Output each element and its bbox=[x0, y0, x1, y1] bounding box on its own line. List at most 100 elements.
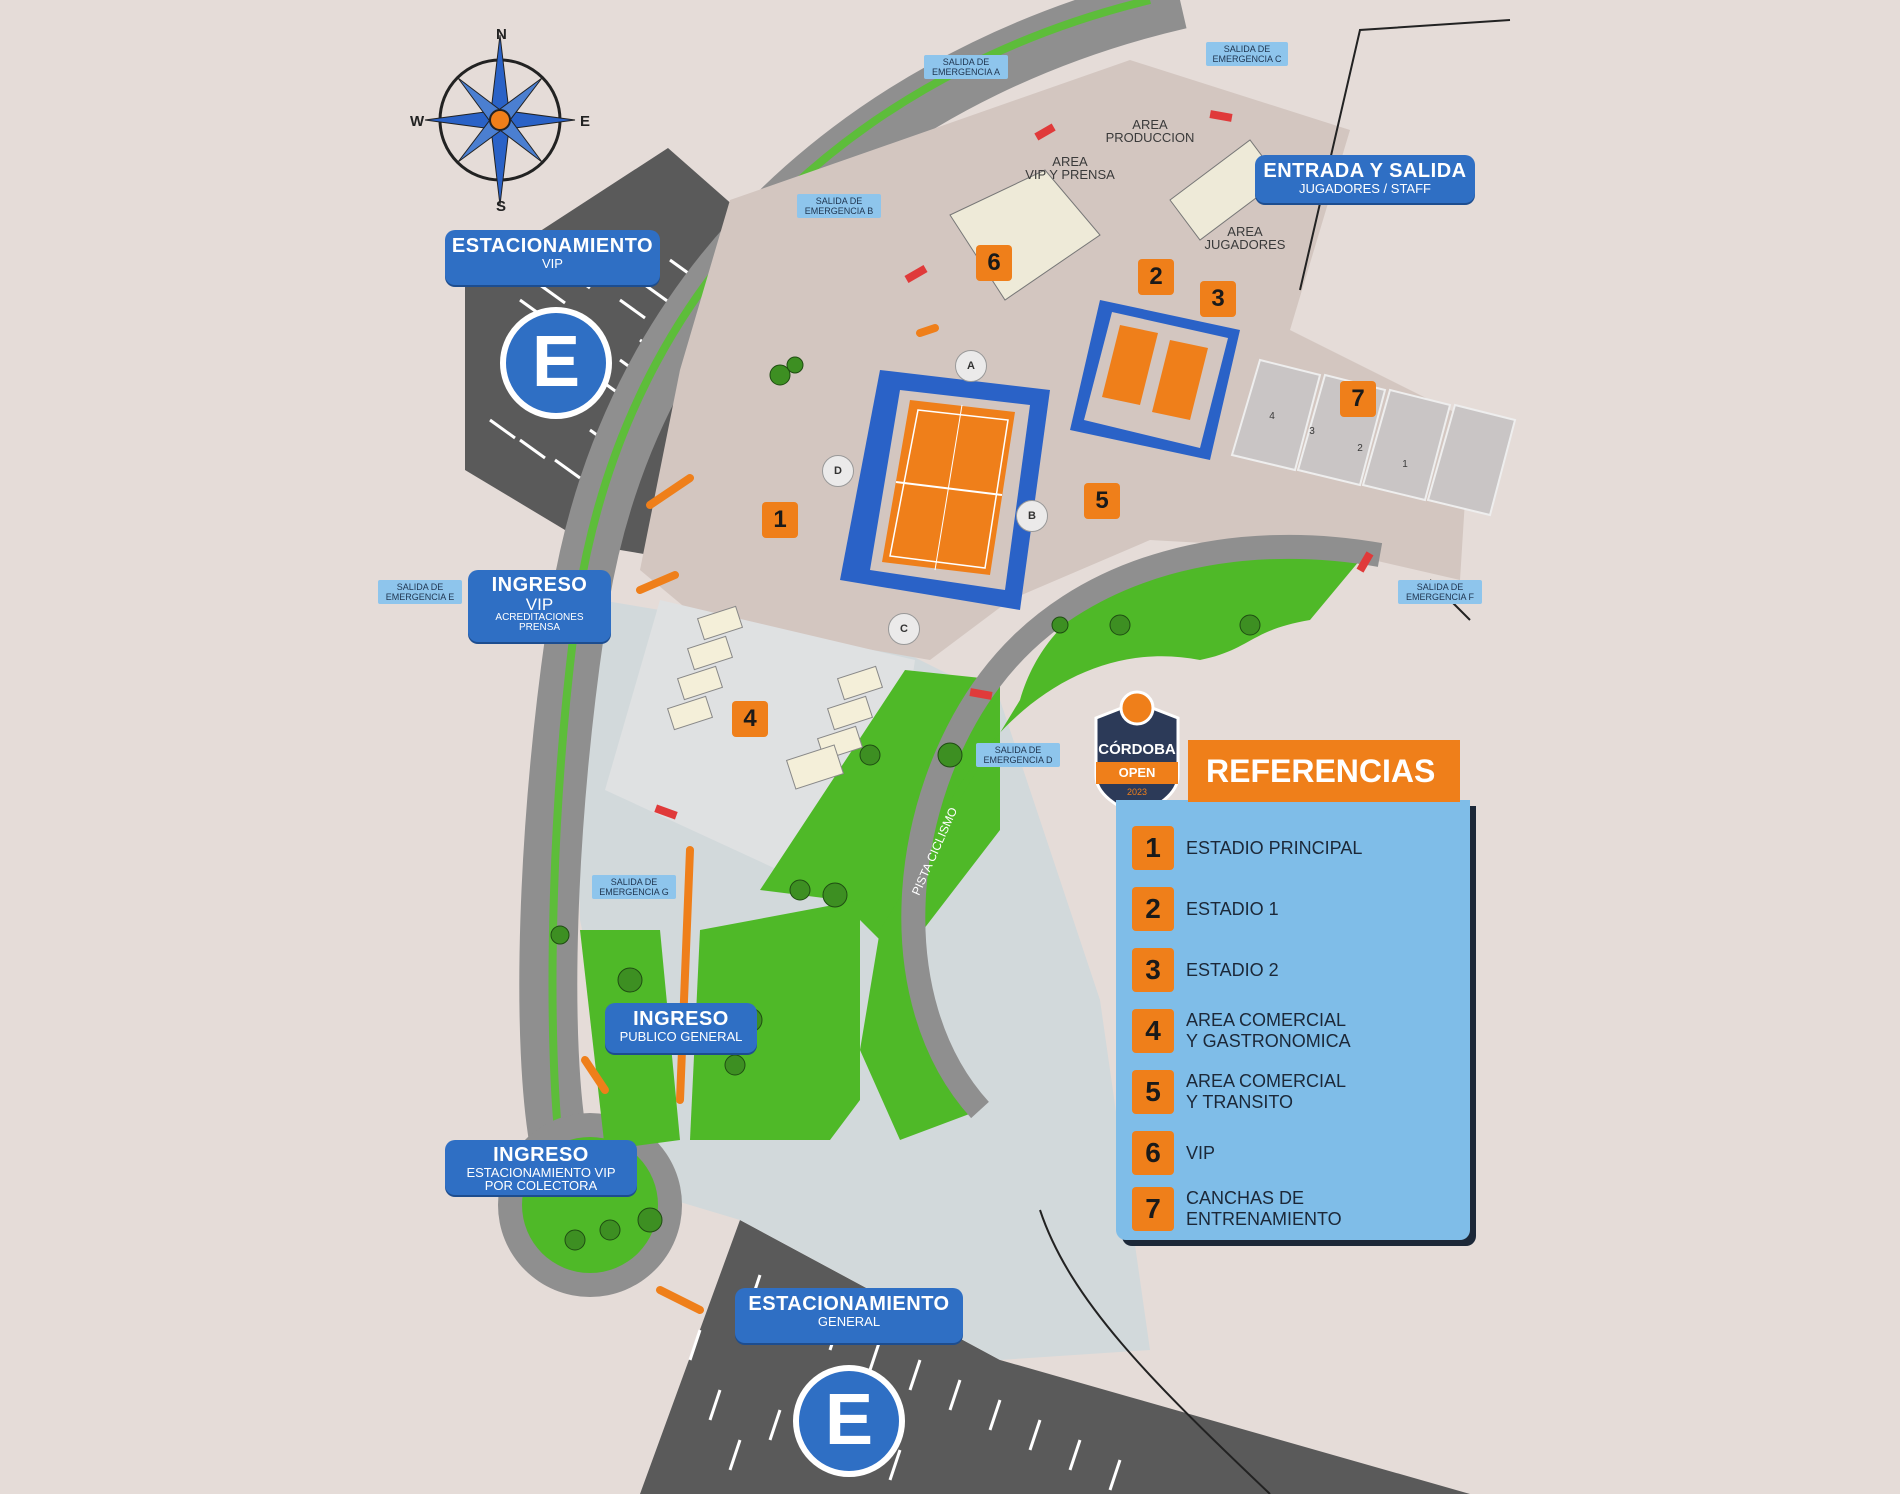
legend-item-1: 1 ESTADIO PRINCIPAL bbox=[1132, 822, 1462, 874]
legend-item-6-number: 6 bbox=[1132, 1131, 1174, 1175]
ingreso-vip-detail1: ACREDITACIONES bbox=[495, 612, 584, 623]
emergency-exit-e-line2: EMERGENCIA E bbox=[385, 592, 455, 602]
legend-item-4-number: 4 bbox=[1132, 1009, 1174, 1053]
training-court-1: 1 bbox=[1402, 459, 1408, 470]
logo-line1: CÓRDOBA bbox=[1098, 741, 1176, 758]
legend-title: REFERENCIAS bbox=[1188, 740, 1460, 802]
area-produccion-line2: PRODUCCION bbox=[1105, 130, 1195, 145]
legend-item-2-number: 2 bbox=[1132, 887, 1174, 931]
parking-general-subtitle: GENERAL bbox=[817, 1314, 881, 1329]
ingreso-publico-title: INGRESO bbox=[633, 1008, 729, 1030]
emergency-exit-f-line1: SALIDA DE bbox=[1416, 582, 1464, 592]
emergency-exit-a-label: SALIDA DE EMERGENCIA A bbox=[924, 55, 1008, 79]
emergency-exit-c-label: SALIDA DE EMERGENCIA C bbox=[1206, 42, 1288, 66]
legend-item-3-label: ESTADIO 2 bbox=[1186, 959, 1279, 980]
zone-3-marker[interactable]: 3 bbox=[1200, 281, 1236, 317]
emergency-exit-b-line2: EMERGENCIA B bbox=[804, 206, 874, 216]
zone-6-marker[interactable]: 6 bbox=[976, 245, 1012, 281]
parking-vip-label: ESTACIONAMIENTO VIP bbox=[445, 230, 660, 285]
legend-item-6: 6 VIP bbox=[1132, 1127, 1462, 1179]
legend-item-6-label: VIP bbox=[1186, 1142, 1216, 1163]
green-park-center bbox=[690, 900, 860, 1140]
compass-rose bbox=[424, 34, 576, 206]
legend-item-3: 3 ESTADIO 2 bbox=[1132, 944, 1462, 996]
emergency-exit-e-label: SALIDA DE EMERGENCIA E bbox=[378, 580, 462, 604]
legend-box bbox=[1116, 800, 1470, 1240]
area-produccion-label: AREA PRODUCCION bbox=[1100, 118, 1200, 144]
legend-item-4: 4 AREA COMERCIAL Y GASTRONOMICA bbox=[1132, 1005, 1462, 1057]
logo-shield-icon bbox=[1094, 690, 1180, 816]
legend-item-3-number: 3 bbox=[1132, 948, 1174, 992]
area-jugadores-line1: AREA bbox=[1227, 224, 1263, 239]
legend-panel: REFERENCIAS 1 ESTADIO PRINCIPAL 2 ESTADI… bbox=[1116, 740, 1470, 1240]
zone-4-marker[interactable]: 4 bbox=[732, 701, 768, 737]
parking-vip-subtitle: VIP bbox=[542, 256, 563, 271]
ingreso-estacionamiento-subtitle1: ESTACIONAMIENTO VIP bbox=[466, 1165, 616, 1180]
entrada-salida-label: ENTRADA Y SALIDA JUGADORES / STAFF bbox=[1255, 155, 1475, 203]
zone-7-marker[interactable]: 7 bbox=[1340, 381, 1376, 417]
seating-c-marker: C bbox=[888, 613, 920, 645]
legend-item-7-number: 7 bbox=[1132, 1187, 1174, 1231]
parking-general-title: ESTACIONAMIENTO bbox=[748, 1293, 950, 1315]
logo-line2: OPEN bbox=[1118, 765, 1156, 780]
ingreso-publico-label: INGRESO PUBLICO GENERAL bbox=[605, 1003, 757, 1053]
cordoba-open-logo: CÓRDOBA OPEN 2023 bbox=[1086, 690, 1188, 816]
training-court-2: 2 bbox=[1357, 443, 1363, 454]
entrada-salida-title: ENTRADA Y SALIDA bbox=[1263, 160, 1467, 182]
compass-south-label: S bbox=[496, 198, 507, 215]
bike-lane bbox=[548, 0, 1151, 1151]
compass-east-label: E bbox=[580, 113, 591, 130]
bike-track bbox=[901, 534, 1383, 1119]
legend-item-1-number: 1 bbox=[1132, 826, 1174, 870]
green-park-arc bbox=[860, 553, 1360, 1140]
main-stadium bbox=[840, 370, 1050, 610]
legend-item-5-number: 5 bbox=[1132, 1070, 1174, 1114]
entrada-salida-subtitle: JUGADORES / STAFF bbox=[1299, 181, 1431, 196]
emergency-exit-a-line1: SALIDA DE bbox=[942, 57, 990, 67]
emergency-exit-f-label: SALIDA DE EMERGENCIA F bbox=[1398, 580, 1482, 604]
emergency-exit-e-line1: SALIDA DE bbox=[396, 582, 444, 592]
area-vip-prensa-line2: VIP Y PRENSA bbox=[1025, 167, 1115, 182]
emergency-exit-b-line1: SALIDA DE bbox=[815, 196, 863, 206]
ingreso-vip-label: INGRESO VIP ACREDITACIONES PRENSA bbox=[468, 570, 611, 642]
area-vip-prensa-line1: AREA bbox=[1052, 154, 1088, 169]
zone-1-marker[interactable]: 1 bbox=[762, 502, 798, 538]
emergency-exit-c-line1: SALIDA DE bbox=[1223, 44, 1271, 54]
area-produccion-line1: AREA bbox=[1132, 117, 1168, 132]
legend-item-1-label: ESTADIO PRINCIPAL bbox=[1186, 837, 1363, 858]
emergency-exit-g-line2: EMERGENCIA G bbox=[599, 887, 669, 897]
emergency-exit-d-label: SALIDA DE EMERGENCIA D bbox=[976, 743, 1060, 767]
emergency-exit-g-label: SALIDA DE EMERGENCIA G bbox=[592, 875, 676, 899]
seating-a-marker: A bbox=[955, 350, 987, 382]
zone-5-marker[interactable]: 5 bbox=[1084, 483, 1120, 519]
parking-vip-badge: E bbox=[500, 307, 612, 419]
compass-west-label: W bbox=[410, 113, 425, 130]
stadiums-1-2 bbox=[1070, 300, 1240, 460]
parking-general-badge: E bbox=[793, 1365, 905, 1477]
emergency-gates bbox=[654, 110, 1374, 820]
parking-general-label: ESTACIONAMIENTO GENERAL bbox=[735, 1288, 963, 1343]
emergency-exit-a-line2: EMERGENCIA A bbox=[931, 67, 1001, 77]
logo-year: 2023 bbox=[1126, 787, 1148, 797]
legend-item-5-label: AREA COMERCIAL Y TRANSITO bbox=[1186, 1071, 1347, 1112]
zone-2-marker[interactable]: 2 bbox=[1138, 259, 1174, 295]
emergency-exit-b-label: SALIDA DE EMERGENCIA B bbox=[797, 194, 881, 218]
training-court-3: 3 bbox=[1309, 426, 1315, 437]
ingreso-publico-subtitle: PUBLICO GENERAL bbox=[619, 1029, 743, 1044]
ingreso-estacionamiento-subtitle2: POR COLECTORA bbox=[484, 1178, 598, 1193]
area-jugadores-label: AREA JUGADORES bbox=[1195, 225, 1295, 251]
ingreso-vip-title: INGRESO bbox=[491, 574, 588, 596]
training-court-4: 4 bbox=[1269, 411, 1275, 422]
emergency-exit-d-line2: EMERGENCIA D bbox=[983, 755, 1053, 765]
emergency-exit-f-line2: EMERGENCIA F bbox=[1405, 592, 1474, 602]
emergency-exit-g-line1: SALIDA DE bbox=[610, 877, 658, 887]
legend-item-5: 5 AREA COMERCIAL Y TRANSITO bbox=[1132, 1066, 1462, 1118]
legend-item-2: 2 ESTADIO 1 bbox=[1132, 883, 1462, 935]
seating-d-marker: D bbox=[822, 455, 854, 487]
commercial-tents bbox=[666, 605, 884, 790]
emergency-exit-c-line2: EMERGENCIA C bbox=[1212, 54, 1282, 64]
ingreso-vip-detail2: PRENSA bbox=[518, 622, 561, 633]
seating-b-marker: B bbox=[1016, 500, 1048, 532]
parking-vip-title: ESTACIONAMIENTO bbox=[451, 235, 654, 257]
